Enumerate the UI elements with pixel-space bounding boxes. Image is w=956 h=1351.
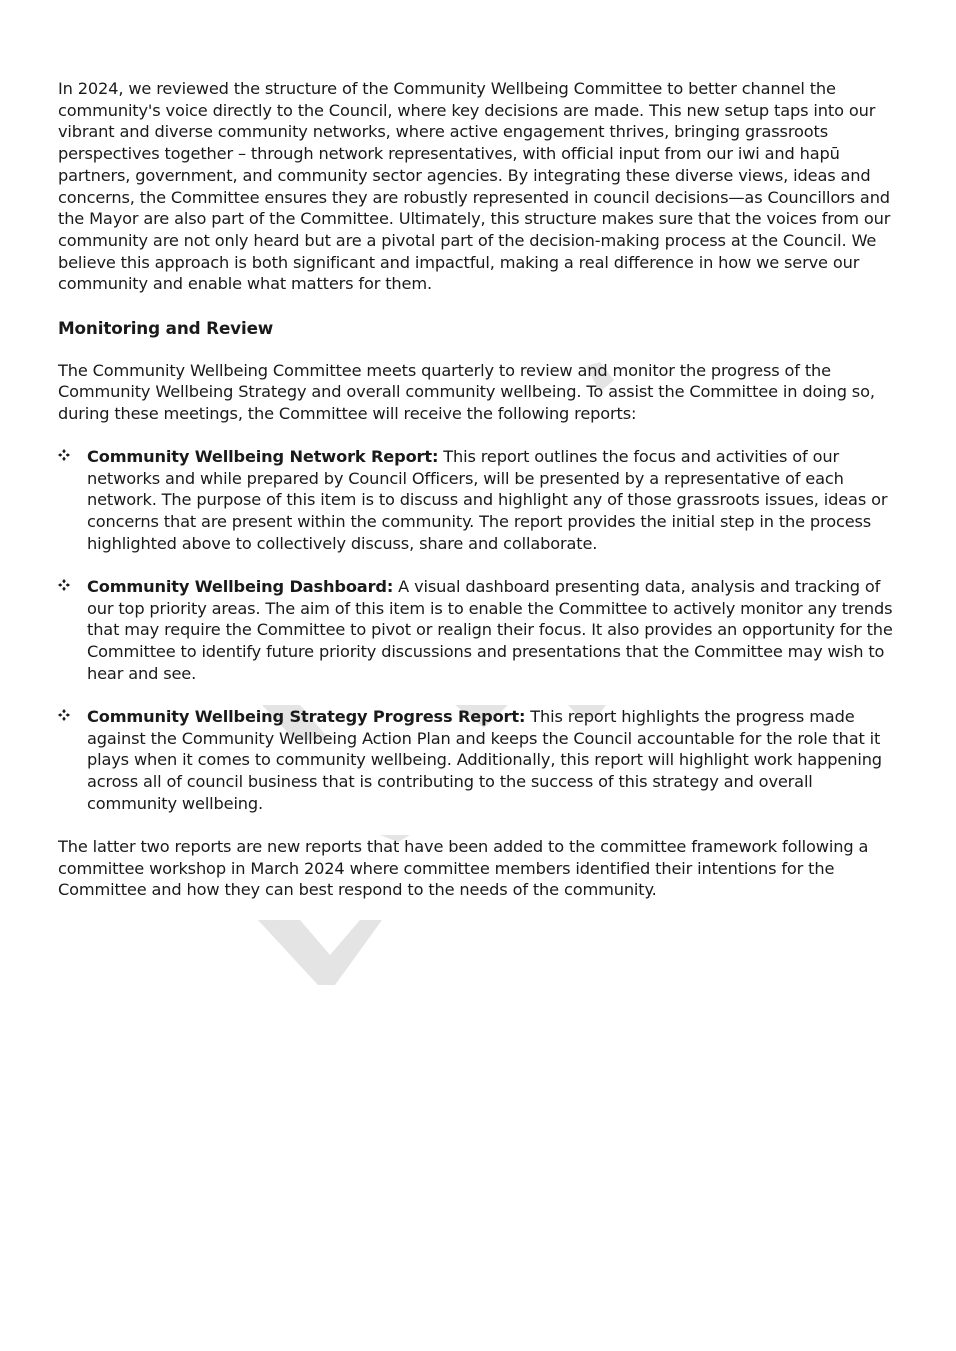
report-title: Community Wellbeing Network Report: — [87, 446, 439, 466]
report-title: Community Wellbeing Strategy Progress Re… — [87, 706, 526, 726]
section-heading-monitoring: Monitoring and Review — [58, 318, 274, 339]
four-diamond-bullet-icon — [58, 706, 72, 728]
list-item-strategy-progress-report: Community Wellbeing Strategy Progress Re… — [58, 706, 900, 815]
list-item-dashboard: Community Wellbeing Dashboard: A visual … — [58, 576, 900, 685]
report-title: Community Wellbeing Dashboard: — [87, 576, 394, 596]
reports-list: Community Wellbeing Network Report: This… — [58, 446, 900, 815]
four-diamond-bullet-icon — [58, 446, 72, 468]
intro-paragraph: In 2024, we reviewed the structure of th… — [58, 79, 891, 294]
document-page: In 2024, we reviewed the structure of th… — [58, 78, 900, 901]
report-description: This report highlights the progress made… — [87, 706, 882, 813]
four-diamond-bullet-icon — [58, 576, 72, 598]
report-description: This report outlines the focus and activ… — [87, 446, 888, 553]
list-item-network-report: Community Wellbeing Network Report: This… — [58, 446, 900, 555]
report-description: A visual dashboard presenting data, anal… — [87, 576, 893, 683]
closing-paragraph: The latter two reports are new reports t… — [58, 836, 869, 900]
monitoring-paragraph: The Community Wellbeing Committee meets … — [58, 360, 875, 424]
